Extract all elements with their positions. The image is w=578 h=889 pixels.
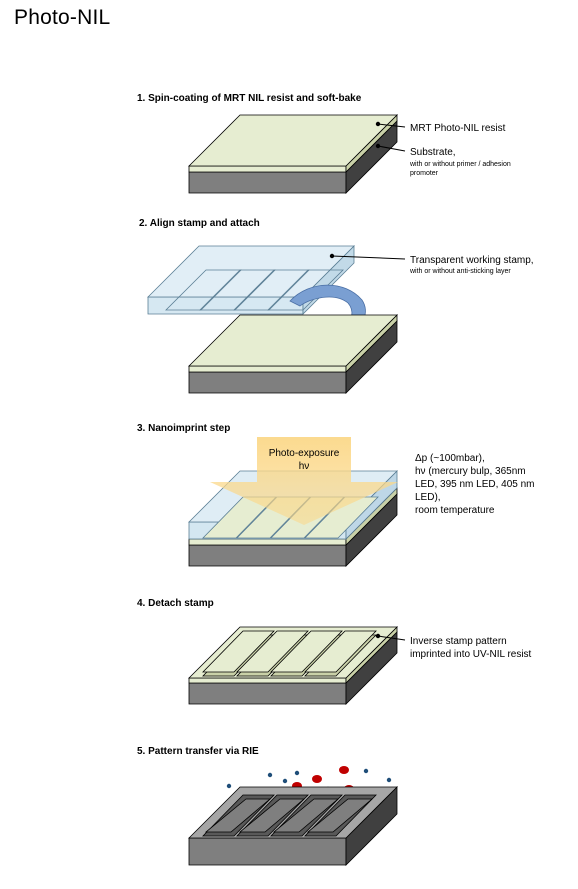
step1-callouts (375, 121, 406, 152)
step1-substrate-with-resist (188, 114, 398, 194)
transparent-working-stamp (147, 245, 355, 315)
stamp-label: Transparent working stamp, (410, 255, 534, 266)
substrate-sub-label-1: with or without primer / adhesion (409, 161, 511, 168)
exposure-label: Photo-exposure (269, 448, 340, 459)
substrate-label: Substrate, (410, 147, 456, 158)
condition-light-2: LED, 395 nm LED, 405 nm (415, 479, 535, 490)
step4-callout (375, 633, 406, 641)
stamp-sub-label: with or without anti-sticking layer (409, 268, 511, 275)
step4-patterned-resist (188, 626, 398, 705)
step2-callout (329, 253, 406, 260)
step2-heading: 2. Align stamp and attach (139, 218, 260, 229)
step2-substrate-with-resist (188, 314, 398, 394)
substrate-sub-label-2: promoter (410, 170, 439, 177)
condition-temperature: room temperature (415, 505, 495, 516)
step5-etched-substrate (188, 786, 398, 866)
step4-heading: 4. Detach stamp (137, 598, 214, 609)
page-title: Photo-NIL (14, 6, 111, 29)
pattern-label-1: Inverse stamp pattern (410, 636, 507, 647)
condition-pressure: Δp (~100mbar), (415, 453, 485, 464)
step3-heading: 3. Nanoimprint step (137, 423, 230, 434)
step1-heading: 1. Spin-coating of MRT NIL resist and so… (137, 93, 362, 104)
resist-label: MRT Photo-NIL resist (410, 123, 506, 134)
photo-exposure-arrow (210, 437, 398, 525)
pattern-label-2: imprinted into UV-NIL resist (410, 649, 532, 660)
condition-light-1: hν (mercury bulp, 365nm (415, 466, 526, 477)
step5-heading: 5. Pattern transfer via RIE (137, 746, 259, 757)
exposure-hv: hν (299, 461, 310, 472)
condition-light-3: LED), (415, 492, 441, 503)
